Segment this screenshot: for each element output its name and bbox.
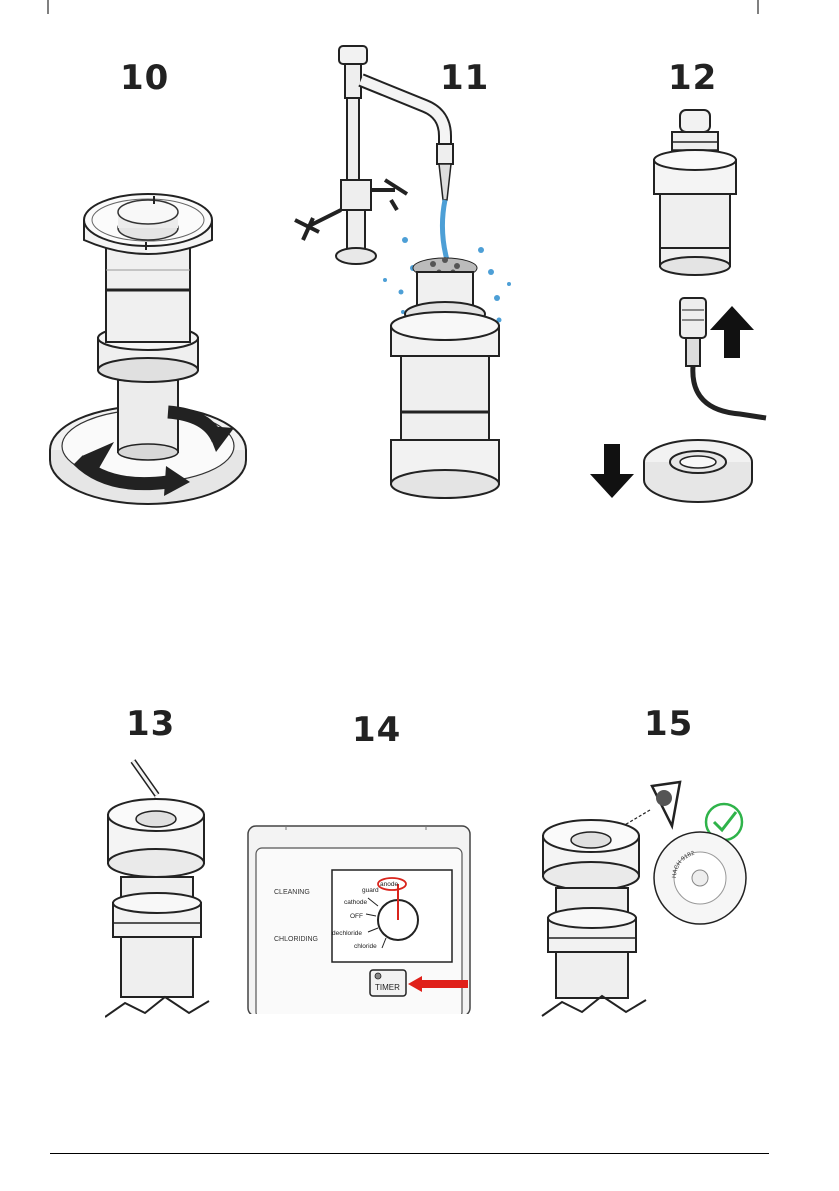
step-number-10: 10: [120, 58, 169, 98]
step-13-illustration: [105, 755, 215, 1020]
step-15-illustration: HACH 9182: [540, 780, 760, 1020]
dial-anode-label: anode: [380, 881, 398, 888]
dial-guard-label: guard: [362, 887, 379, 894]
step-number-14: 14: [352, 710, 401, 750]
dial-chloride-label: chloride: [354, 943, 377, 950]
dial-cathode-label: cathode: [344, 899, 368, 906]
step-11-illustration: [285, 40, 525, 510]
step-number-13: 13: [126, 704, 175, 744]
step-12-illustration: [590, 100, 770, 510]
group-cleaning-label: CLEANING: [274, 889, 310, 896]
crop-mark-top-left: [34, 0, 54, 14]
step-number-12: 12: [668, 58, 717, 98]
timer-led-icon: [375, 973, 381, 979]
step-10-illustration: [48, 160, 248, 510]
step-14-control-panel: CLEANING CHLORIDING anode guard cathode …: [246, 824, 476, 1014]
crop-mark-top-right: [752, 0, 772, 14]
group-chloriding-label: CHLORIDING: [274, 936, 318, 943]
step-number-15: 15: [644, 704, 693, 744]
dial-dechloride-label: dechloride: [332, 930, 362, 937]
footer-rule: [50, 1153, 769, 1154]
dial-off-label: OFF: [350, 913, 363, 920]
timer-button-label: TIMER: [375, 983, 400, 992]
